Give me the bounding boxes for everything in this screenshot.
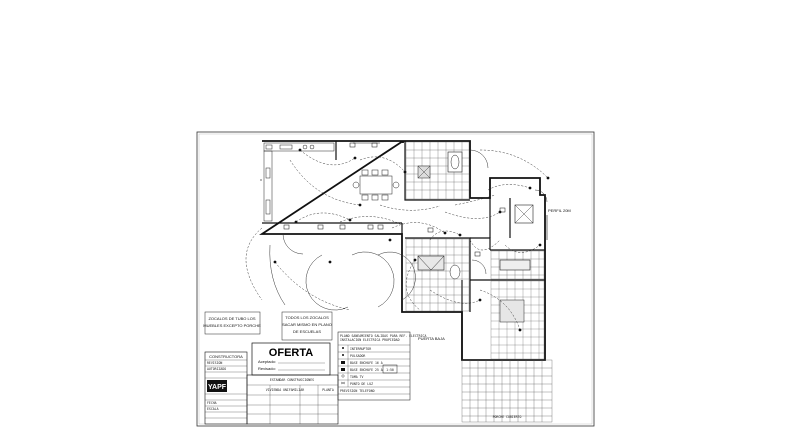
offer-line2: Revisado: — [258, 366, 276, 371]
label-center-small: PUERTA BAJA — [418, 336, 445, 341]
legend-footer: PREVISION TELEFONO — [340, 389, 375, 393]
interior-walls — [262, 141, 545, 360]
title-block-grid — [247, 384, 338, 424]
note-left-line2: MUEBLES EXCEPTO PORCHE — [203, 323, 261, 328]
door-swings — [269, 149, 548, 311]
legend-heading-1: PLANO SANEAMIENTO SALIDAS PARA REF. ELEC… — [340, 334, 426, 338]
title-project: ESTANDAR CONSTRUCCIONES — [270, 378, 314, 382]
electrical-circuits — [245, 149, 549, 331]
company-row-3: ESCALA — [207, 407, 219, 411]
bathroom-middle — [405, 238, 470, 312]
company-logo-box — [207, 380, 227, 392]
legend-heading-2: INSTALACION ELECTRICA PROPIEDAD — [340, 338, 400, 342]
legend-item-2: BASE ENCHUFE 16 A — [350, 361, 383, 365]
company-row-0: REVISION — [207, 361, 222, 365]
company-logo: YAPF — [208, 384, 227, 391]
wall-sockets — [283, 142, 506, 257]
company-row-1: AUTORIZADO — [207, 367, 226, 371]
company-name: CONSTRUCTORA — [209, 354, 243, 359]
company-row-2: FECHA — [207, 401, 217, 405]
note-box-center — [281, 311, 333, 341]
legend-item-5: PUNTO DE LUZ — [350, 382, 373, 386]
note-left-line1: ZOCALOS DE TUBO LOS — [208, 316, 255, 321]
title-client: VIVIENDA UNIFAMILIAR — [266, 388, 304, 392]
lower-room-tiles — [490, 280, 545, 360]
sheet-inner-border — [198, 133, 593, 425]
porch-tiles — [461, 359, 553, 423]
legend-symbols — [340, 347, 346, 385]
note-center-line1: TODOS LOS ZOCALOS — [285, 315, 329, 320]
title-sheet: PLANTA — [322, 388, 334, 392]
legend-item-1: PULSADOR — [350, 354, 365, 358]
note-center-line2: SACAR MISMO EN PLANO — [282, 322, 332, 327]
company-rows — [205, 359, 247, 419]
scale-value: 1:50 — [386, 368, 394, 372]
legend-item-4: TOMA TV — [350, 375, 364, 379]
offer-title: OFERTA — [269, 347, 313, 359]
bathroom-top — [405, 141, 470, 200]
bathroom-right — [490, 204, 545, 280]
kitchen-counter — [263, 142, 335, 222]
offer-line1: Aceptado: — [258, 359, 276, 364]
label-right-side: PERFIL 20M — [548, 208, 571, 213]
dining-table — [352, 169, 400, 201]
note-box-left — [204, 311, 261, 335]
porch-label: PORCHE CUBIERTO — [493, 415, 522, 419]
electrical-symbols — [273, 148, 550, 332]
title-block — [246, 374, 339, 425]
sheet-border — [196, 131, 595, 427]
windows — [260, 140, 548, 240]
legend-item-3: BASE ENCHUFE 25 A — [350, 368, 383, 372]
legend-rows — [338, 344, 410, 395]
legend-item-0: INTERRUPTOR — [350, 347, 371, 351]
note-center-line3: DE ESCUELAS — [293, 329, 321, 334]
